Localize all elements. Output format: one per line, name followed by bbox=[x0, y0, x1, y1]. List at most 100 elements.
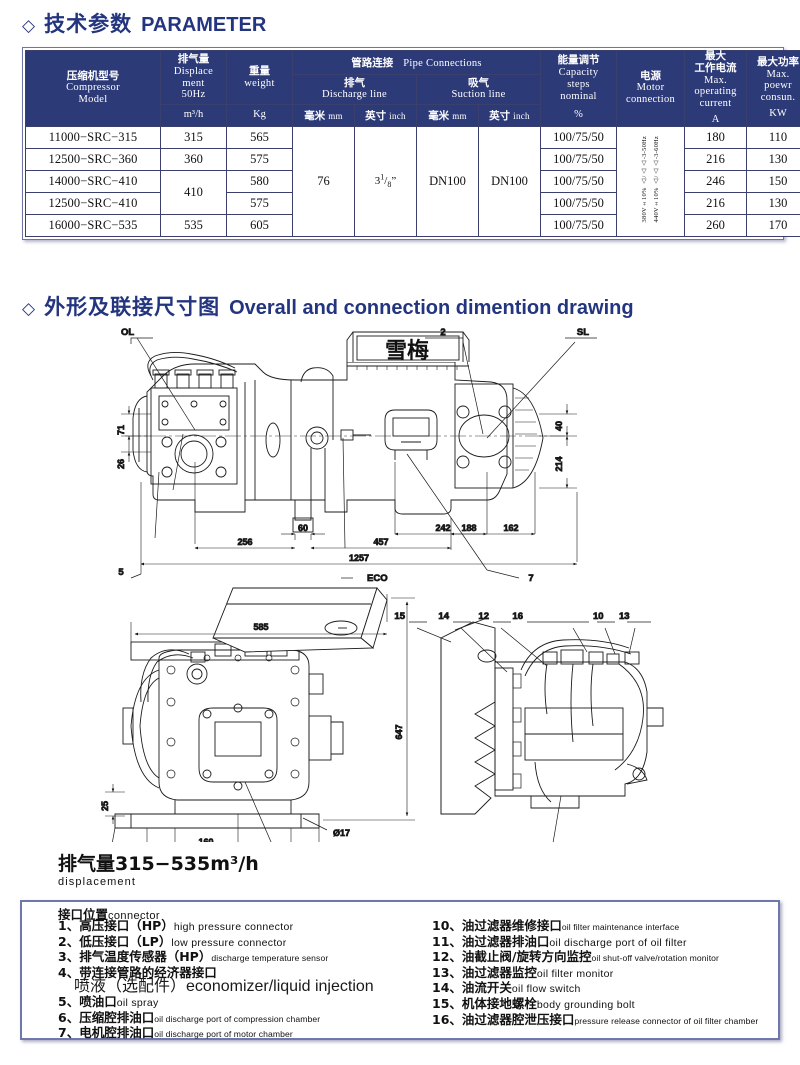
list-item: 12、油截止阀/旋转方向监控oil shut-off valve/rotatio… bbox=[432, 949, 720, 965]
th-compressor-model: 压缩机型号 Compressor Model bbox=[25, 50, 161, 127]
dim-25: 25 bbox=[100, 801, 110, 811]
cell-discharge-mm: 76 bbox=[292, 125, 355, 237]
cell-weight: 575 bbox=[226, 191, 293, 215]
cell-capacity: 100/75/50 bbox=[540, 125, 618, 149]
th-discharge-line: 排气 Discharge line bbox=[292, 73, 417, 106]
th-suction-line: 吸气 Suction line bbox=[415, 73, 542, 106]
section-heading-drawing-cn: 外形及联接尺寸图 bbox=[44, 296, 221, 319]
callout-ol: OL bbox=[121, 327, 134, 338]
section-heading-parameter: ◇ 技术参数 PARAMETER bbox=[22, 8, 266, 38]
callout-16: 16 bbox=[512, 611, 523, 622]
technical-drawing: OL 2 SL 雪梅 71 26 40 bbox=[95, 322, 715, 842]
diamond-icon: ◇ bbox=[22, 299, 36, 318]
th-pipe-connections: 管路连接 Pipe Connections bbox=[291, 50, 542, 75]
legend-title-en: connector bbox=[108, 910, 160, 922]
callout-eco: ECO bbox=[367, 573, 388, 584]
callout-12: 12 bbox=[478, 611, 489, 622]
table-row: 14000−SRC−410 410 580 100/75/50 246 150 bbox=[25, 169, 800, 215]
dim-60: 60 bbox=[298, 523, 308, 533]
callout-10: 10 bbox=[593, 611, 604, 622]
spec-table: 压缩机型号 Compressor Model 排气量 Displace ment… bbox=[25, 49, 800, 237]
dim-1257: 1257 bbox=[349, 553, 369, 563]
th-displacement-unit: m³/h bbox=[160, 104, 227, 127]
dim-585: 585 bbox=[253, 622, 268, 632]
connector-legend-box: 接口位置connector 1、高压接口（HP）high pressure co… bbox=[20, 900, 780, 1040]
dim-647: 647 bbox=[394, 724, 404, 739]
dim-71: 71 bbox=[116, 425, 126, 435]
cell-suction-mm: DN100 bbox=[416, 125, 479, 237]
list-item: 14、油流开关oil flow switch bbox=[432, 980, 581, 996]
table-row: 12500−SRC−410 575 100/75/50 216 130 bbox=[25, 191, 800, 215]
cell-current: 260 bbox=[684, 213, 748, 237]
th-max-operating-current: 最大 工作电流 Max. operating current A bbox=[684, 50, 748, 127]
list-item: 2、低压接口（LP）low pressure connector bbox=[58, 933, 287, 949]
lower-right-view bbox=[440, 617, 664, 815]
dim-dia17: Ø17 bbox=[333, 828, 350, 838]
legend-column-right: 10、油过滤器维修接口oil filter maintenance interf… bbox=[432, 918, 782, 1028]
cell-current: 246 bbox=[684, 169, 748, 193]
dim-188: 188 bbox=[461, 523, 476, 533]
list-item: 3、排气温度传感器（HP）discharge temperature senso… bbox=[58, 949, 329, 965]
cell-model: 12500−SRC−410 bbox=[25, 191, 161, 215]
displacement-caption-en: displacement bbox=[58, 875, 137, 888]
cell-weight: 580 bbox=[226, 169, 293, 193]
cell-displacement-merged: 410 bbox=[160, 169, 227, 215]
table-row: 16000−SRC−535 535 605 100/75/50 260 170 bbox=[25, 213, 800, 237]
cell-power: 170 bbox=[746, 213, 800, 237]
cell-weight: 605 bbox=[226, 213, 293, 237]
cell-capacity: 100/75/50 bbox=[540, 169, 618, 193]
callout-7: 7 bbox=[528, 573, 533, 584]
cell-suction-inch: DN100 bbox=[477, 125, 542, 237]
list-item: 5、喷油口oil spray bbox=[58, 993, 159, 1009]
dim-256: 256 bbox=[237, 537, 252, 547]
list-item: 16、油过滤器腔泄压接口pressure release connector o… bbox=[432, 1011, 759, 1027]
callout-14: 14 bbox=[438, 611, 449, 622]
displacement-caption-cn: 排气量315−535m³/h bbox=[58, 853, 259, 875]
callout-5: 5 bbox=[118, 567, 124, 578]
table-row: 12500−SRC−360 360 575 100/75/50 216 130 bbox=[25, 147, 800, 171]
cell-model: 12500−SRC−360 bbox=[25, 147, 161, 171]
callout-sl: SL bbox=[577, 327, 589, 338]
upper-side-view bbox=[125, 331, 565, 533]
diamond-icon: ◇ bbox=[22, 16, 36, 35]
th-displacement: 排气量 Displace ment 50Hz bbox=[160, 49, 227, 106]
dim-40: 40 bbox=[554, 421, 564, 431]
displacement-caption: 排气量315−535m³/h displacement bbox=[58, 853, 259, 888]
list-item: 15、机体接地螺栓body grounding bolt bbox=[432, 995, 635, 1011]
cell-weight: 565 bbox=[226, 125, 293, 149]
section-heading-drawing: ◇ 外形及联接尺寸图 Overall and connection diment… bbox=[22, 291, 634, 321]
list-item: 4、带连接管路的经济器接口 bbox=[58, 964, 217, 980]
dim-242: 242 bbox=[435, 523, 450, 533]
cell-model: 14000−SRC−410 bbox=[25, 169, 161, 193]
cell-power: 150 bbox=[746, 169, 800, 193]
callout-15: 15 bbox=[394, 611, 405, 622]
list-item: 10、油过滤器维修接口oil filter maintenance interf… bbox=[432, 918, 680, 933]
lower-left-view bbox=[114, 587, 388, 829]
legend-title-cn: 接口位置 bbox=[58, 907, 109, 922]
legend-column-left: 1、高压接口（HP）high pressure connector 2、低压接口… bbox=[58, 918, 428, 1042]
th-max-power-consumption: 最大功率 Max. poewr consun. KW bbox=[746, 50, 800, 127]
cell-current: 180 bbox=[684, 125, 748, 149]
dim-457: 457 bbox=[373, 537, 388, 547]
dim-162: 162 bbox=[503, 523, 518, 533]
callout-2: 2 bbox=[440, 327, 445, 338]
cell-discharge-inch: 31/8” bbox=[354, 125, 417, 237]
cell-power: 130 bbox=[746, 147, 800, 171]
cell-capacity: 100/75/50 bbox=[540, 191, 618, 215]
list-item: 11、油过滤器排油口oil discharge port of oil filt… bbox=[432, 933, 687, 949]
spec-table-container: 压缩机型号 Compressor Model 排气量 Displace ment… bbox=[22, 47, 800, 240]
list-item-sub: 喷液（选配件）economizer/liquid injection bbox=[74, 978, 374, 996]
dim-160: 160 bbox=[198, 837, 213, 842]
cell-model: 11000−SRC−315 bbox=[25, 125, 161, 149]
th-weight: 重量 weight bbox=[226, 49, 293, 106]
th-capacity-steps: 能量调节 Capacity steps nominal % bbox=[540, 50, 618, 127]
dim-214: 214 bbox=[554, 456, 564, 471]
table-row: 11000−SRC−315 315 565 76 31/8” DN100 DN1… bbox=[25, 125, 800, 237]
table-header-row-2: 排气 Discharge line 吸气 Suction line bbox=[26, 73, 800, 106]
cell-capacity: 100/75/50 bbox=[540, 213, 618, 237]
